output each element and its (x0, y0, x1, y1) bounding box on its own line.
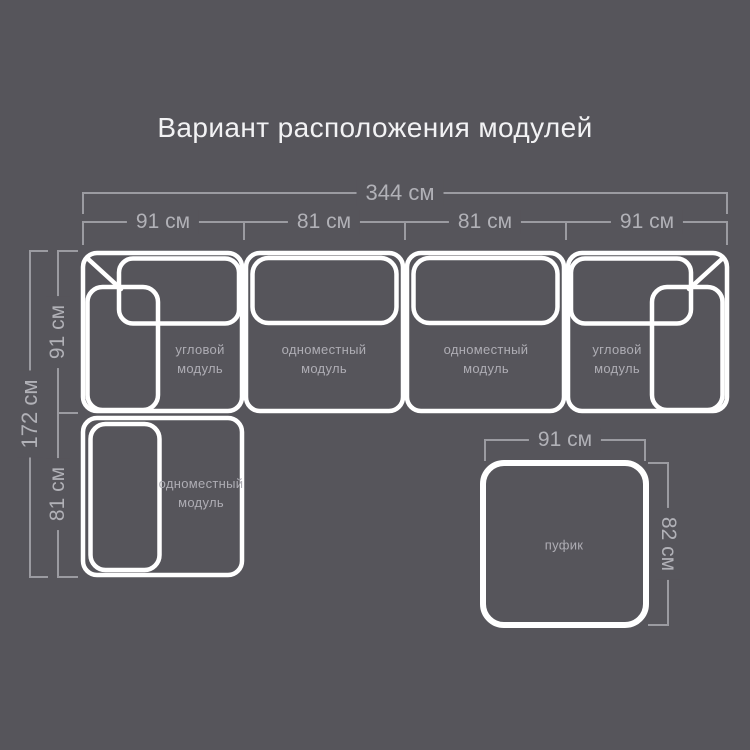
dim-total-depth-label: 172 см (17, 370, 43, 458)
corner-left-side-cushion (85, 284, 161, 413)
page-title: Вариант расположения модулей (157, 112, 593, 143)
single-top-1-back-cushion (250, 255, 399, 326)
module-single-top-1-label-line1: одноместный (281, 342, 367, 357)
module-single-top-1-shape (243, 250, 406, 414)
corner-right-back-cushion (568, 256, 694, 326)
pouf-label: пуфик (544, 537, 584, 553)
module-single-top-2-shape (404, 250, 567, 414)
corner-right-side-cushion (649, 284, 725, 413)
single-bottom-side-cushion (88, 421, 162, 573)
dim-left-segment-2-label: 81 см (46, 457, 70, 531)
module-corner-left-label-line2: модуль (177, 361, 223, 376)
dim-left-segment-1-label: 91 см (46, 295, 70, 369)
module-single-bottom-shape (80, 415, 245, 578)
dim-top-segment-2-label: 81 см (287, 210, 361, 234)
corner-right-diagonal (686, 255, 726, 292)
pouf-shape (480, 460, 649, 628)
module-single-top-2-label-line1: одноместный (443, 342, 529, 357)
dim-pouf-height-label: 82 см (656, 507, 680, 581)
module-single-top-2-label-line2: модуль (463, 361, 509, 376)
dim-total-width-label: 344 см (356, 180, 444, 206)
dim-top-segment-1-label: 91 см (126, 210, 200, 234)
module-corner-left-label-line1: угловой (175, 342, 225, 357)
dim-pouf-width-label: 91 см (528, 428, 602, 452)
module-single-top-1-label-line2: модуль (301, 361, 347, 376)
module-single-bottom-label: одноместный модуль (159, 474, 244, 512)
dim-top-segment-4-label: 91 см (610, 210, 684, 234)
module-single-bottom-label-line1: одноместный (158, 476, 244, 491)
module-single-bottom-label-line2: модуль (178, 495, 224, 510)
module-single-top-1-label: одноместный модуль (282, 340, 367, 378)
module-single-top-2-label: одноместный модуль (444, 340, 529, 378)
module-corner-right-label: угловой модуль (592, 340, 641, 378)
module-corner-right-label-line2: модуль (594, 361, 640, 376)
module-corner-left-label: угловой модуль (175, 340, 224, 378)
corner-left-diagonal (84, 255, 124, 292)
dim-top-segment-3-label: 81 см (448, 210, 522, 234)
single-top-2-back-cushion (411, 255, 560, 326)
module-corner-right-shape (565, 250, 730, 414)
module-corner-right-label-line1: угловой (592, 342, 642, 357)
corner-left-back-cushion (116, 256, 242, 326)
sofa-outline (80, 250, 730, 578)
module-corner-left-shape (80, 250, 245, 414)
